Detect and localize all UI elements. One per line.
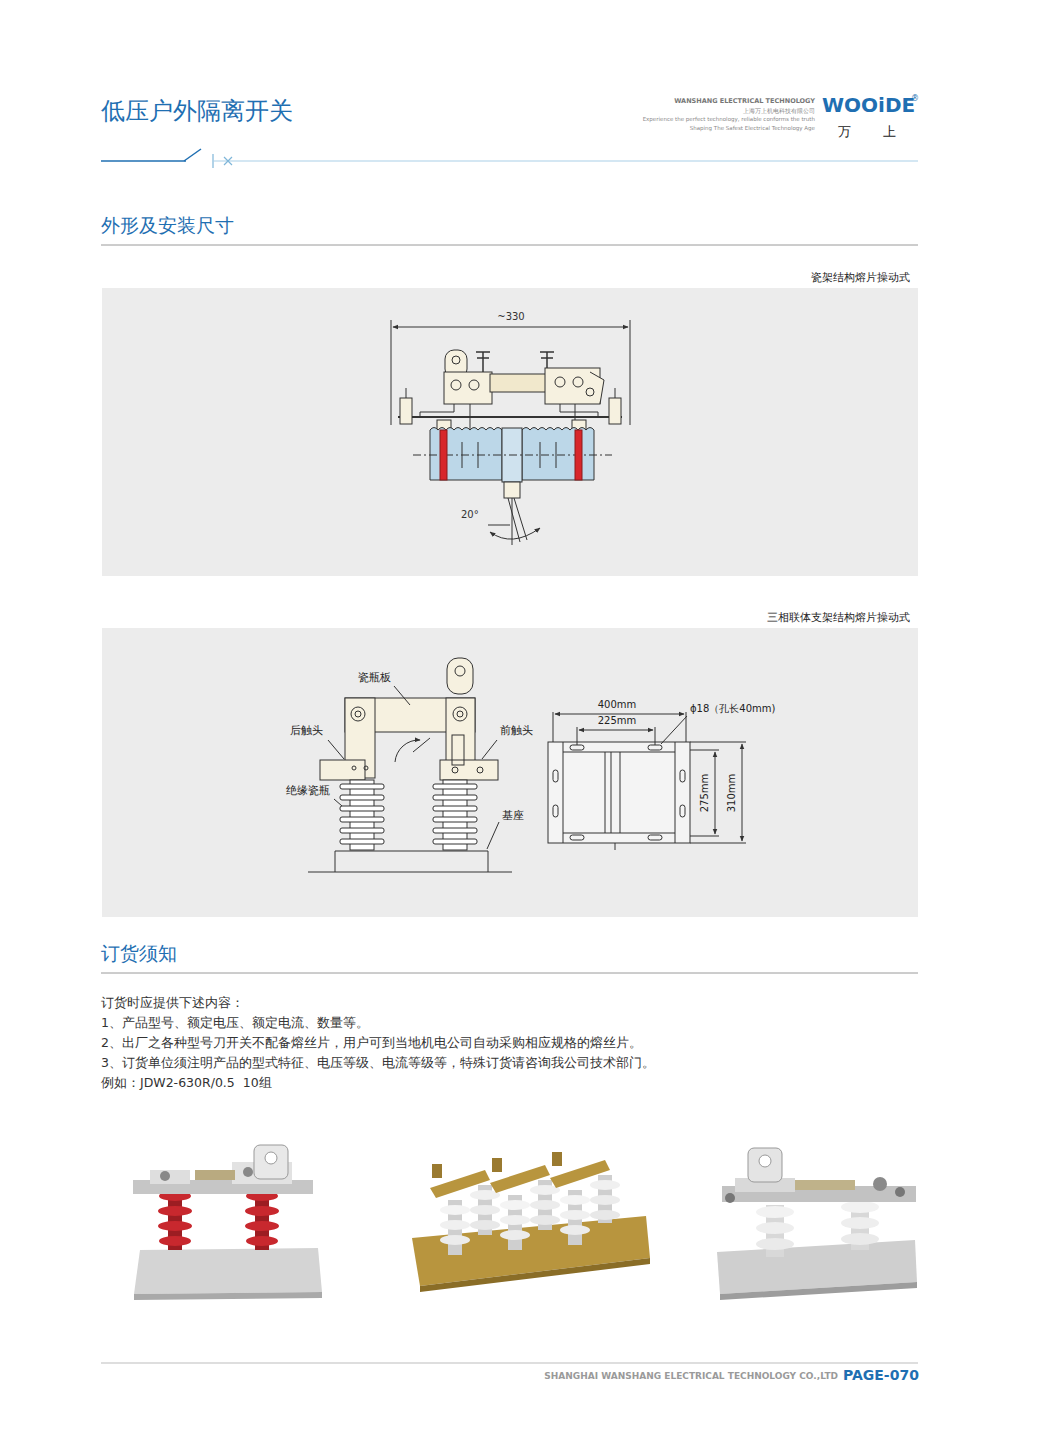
body-text: 3、订货单位须注明产品的型式特征、电压等级、电流等级等，特殊订货请咨询我公司技术… xyxy=(101,1055,655,1070)
section-heading: 订货须知 xyxy=(101,942,177,965)
body-text: 订货时应提供下述内容： xyxy=(101,995,244,1010)
dimension-label: ~330 xyxy=(497,311,524,323)
dimension-label: 400mm xyxy=(598,699,637,711)
page-number: PAGE-070 xyxy=(843,1367,919,1384)
panel-caption: 三相联体支架结构熔片操动式 xyxy=(767,611,910,624)
company-name: WANSHANG ELECTRICAL TECHNOLOGY xyxy=(674,98,815,106)
angle-label: 20° xyxy=(461,509,479,521)
body-text: 1、产品型号、额定电压、额定电流、数量等。 xyxy=(101,1015,369,1030)
part-label: 后触头 xyxy=(290,724,323,737)
brand-logo: WOOiDE xyxy=(822,93,915,117)
part-label: 瓷瓶板 xyxy=(358,671,391,684)
part-label: 前触头 xyxy=(500,724,533,737)
brand-character: 万 xyxy=(838,124,851,140)
body-text: 例如：JDW2-630R/0.5 10组 xyxy=(101,1075,272,1090)
slogan: Shaping The Safest Electrical Technology… xyxy=(690,125,815,132)
slogan: Experience the perfect technology, relia… xyxy=(643,116,815,123)
brand-character: 上 xyxy=(883,124,896,140)
page-title: 低压户外隔离开关 xyxy=(101,97,293,126)
dimension-label: 310mm xyxy=(726,774,738,813)
drawing-panel: 瓷架结构熔片操动式 xyxy=(102,288,918,576)
company-name: 上海万上机电科技有限公司 xyxy=(743,107,815,114)
section-heading: 外形及安装尺寸 xyxy=(101,214,234,237)
body-text: 2、出厂之各种型号刀开关不配备熔丝片，用户可到当地机电公司自动采购相应规格的熔丝… xyxy=(101,1035,642,1050)
footer-company: SHANGHAI WANSHANG ELECTRICAL TECHNOLOGY … xyxy=(544,1371,838,1382)
panel-caption: 瓷架结构熔片操动式 xyxy=(811,271,910,284)
part-label: 基座 xyxy=(502,809,524,822)
registered-mark: ® xyxy=(911,94,919,104)
dimension-label: 275mm xyxy=(699,774,711,813)
drawing-panel: 三相联体支架结构熔片操动式 xyxy=(102,628,918,917)
dimension-label: 225mm xyxy=(598,715,637,727)
part-label: 绝缘瓷瓶 xyxy=(286,784,330,797)
dimension-label: ϕ18（孔长40mm) xyxy=(690,703,775,715)
